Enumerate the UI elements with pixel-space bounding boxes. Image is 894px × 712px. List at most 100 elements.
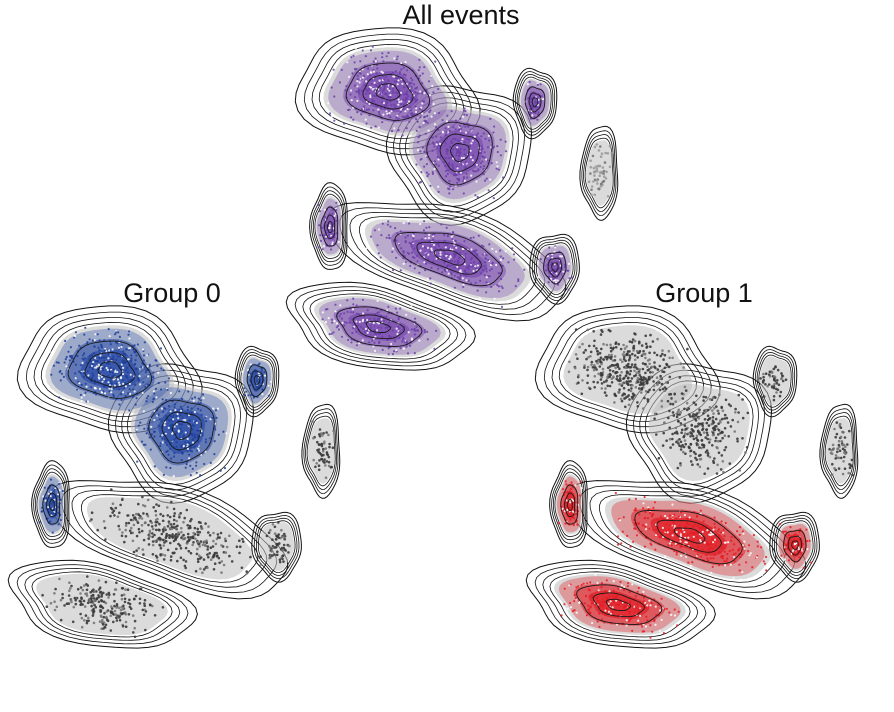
scatter-point (631, 605, 634, 608)
scatter-point (335, 219, 338, 222)
scatter-point (595, 167, 599, 170)
scatter-point (379, 92, 382, 95)
scatter-point (600, 387, 604, 390)
scatter-point (736, 437, 739, 441)
scatter-point (421, 82, 424, 85)
scatter-point (653, 412, 657, 416)
scatter-point (137, 379, 140, 382)
scatter-point (590, 363, 593, 367)
scatter-point (376, 244, 379, 247)
scatter-point (116, 378, 120, 381)
scatter-point (611, 595, 614, 598)
scatter-point (553, 250, 556, 253)
scatter-point (663, 366, 667, 370)
contour-line (107, 363, 255, 504)
scatter-point (621, 353, 625, 356)
scatter-point (414, 317, 417, 320)
scatter-point (600, 382, 604, 385)
scatter-point (659, 515, 663, 518)
contour-line (33, 464, 68, 544)
scatter-point (686, 517, 689, 520)
scatter-point (361, 49, 364, 52)
scatter-point (739, 555, 742, 559)
scatter-point (596, 620, 599, 623)
scatter-point (80, 400, 83, 403)
scatter-point (490, 162, 493, 165)
scatter-point (110, 391, 113, 394)
scatter-point (668, 611, 671, 614)
scatter-point (319, 239, 323, 242)
scatter-point (643, 352, 647, 356)
scatter-point (492, 146, 495, 149)
contour-line (309, 293, 451, 360)
scatter-point (327, 464, 331, 468)
scatter-point (674, 517, 678, 520)
scatter-point (223, 537, 227, 541)
scatter-point (356, 85, 359, 88)
scatter-point (473, 249, 476, 252)
scatter-point (443, 239, 446, 242)
scatter-point (447, 169, 450, 172)
scatter-point (696, 425, 699, 428)
scatter-point (787, 534, 791, 537)
scatter-point (101, 618, 104, 622)
scatter-point (115, 331, 118, 334)
scatter-point (373, 325, 376, 328)
scatter-point (164, 539, 168, 543)
scatter-point (134, 403, 137, 406)
contour-line (309, 182, 348, 270)
scatter-point (390, 130, 394, 133)
scatter-point (317, 443, 321, 446)
scatter-point (121, 531, 124, 534)
scatter-point (606, 194, 610, 198)
scatter-point (437, 112, 441, 115)
scatter-point (507, 261, 510, 264)
scatter-point (763, 562, 767, 565)
scatter-point (103, 359, 106, 362)
scatter-point (432, 102, 435, 106)
scatter-point (479, 272, 483, 275)
scatter-point (604, 151, 607, 155)
scatter-point (665, 439, 668, 443)
scatter-point (70, 584, 73, 588)
scatter-point (335, 201, 338, 204)
scatter-point (589, 165, 593, 169)
scatter-point (458, 177, 461, 180)
scatter-point (660, 597, 663, 600)
scatter-point (121, 607, 125, 611)
scatter-point (55, 605, 59, 609)
panel-1 (7, 305, 341, 649)
scatter-point (376, 299, 379, 302)
scatter-point (641, 407, 645, 410)
scatter-point (708, 530, 711, 534)
scatter-point (162, 410, 165, 413)
scatter-point (599, 333, 603, 336)
scatter-point (443, 257, 446, 260)
scatter-point (50, 490, 53, 493)
scatter-point (373, 317, 376, 320)
scatter-point (671, 411, 675, 414)
scatter-point (695, 514, 699, 518)
scatter-point (114, 382, 117, 385)
scatter-point (586, 374, 590, 377)
scatter-point (80, 383, 83, 386)
scatter-point (450, 273, 453, 276)
scatter-point (77, 370, 81, 373)
scatter-point (416, 149, 420, 152)
scatter-point (118, 511, 121, 515)
scatter-point (711, 433, 715, 437)
scatter-point (378, 341, 381, 344)
scatter-point (184, 431, 187, 434)
scatter-point (327, 433, 330, 437)
scatter-point (429, 277, 432, 280)
scatter-point (121, 372, 125, 376)
scatter-point (453, 241, 456, 244)
scatter-point (446, 152, 449, 155)
scatter-point (387, 305, 390, 308)
scatter-point (146, 365, 149, 368)
scatter-point (681, 545, 684, 548)
scatter-point (195, 461, 198, 464)
scatter-point (478, 261, 481, 264)
scatter-point (353, 84, 357, 87)
scatter-point (224, 539, 227, 543)
